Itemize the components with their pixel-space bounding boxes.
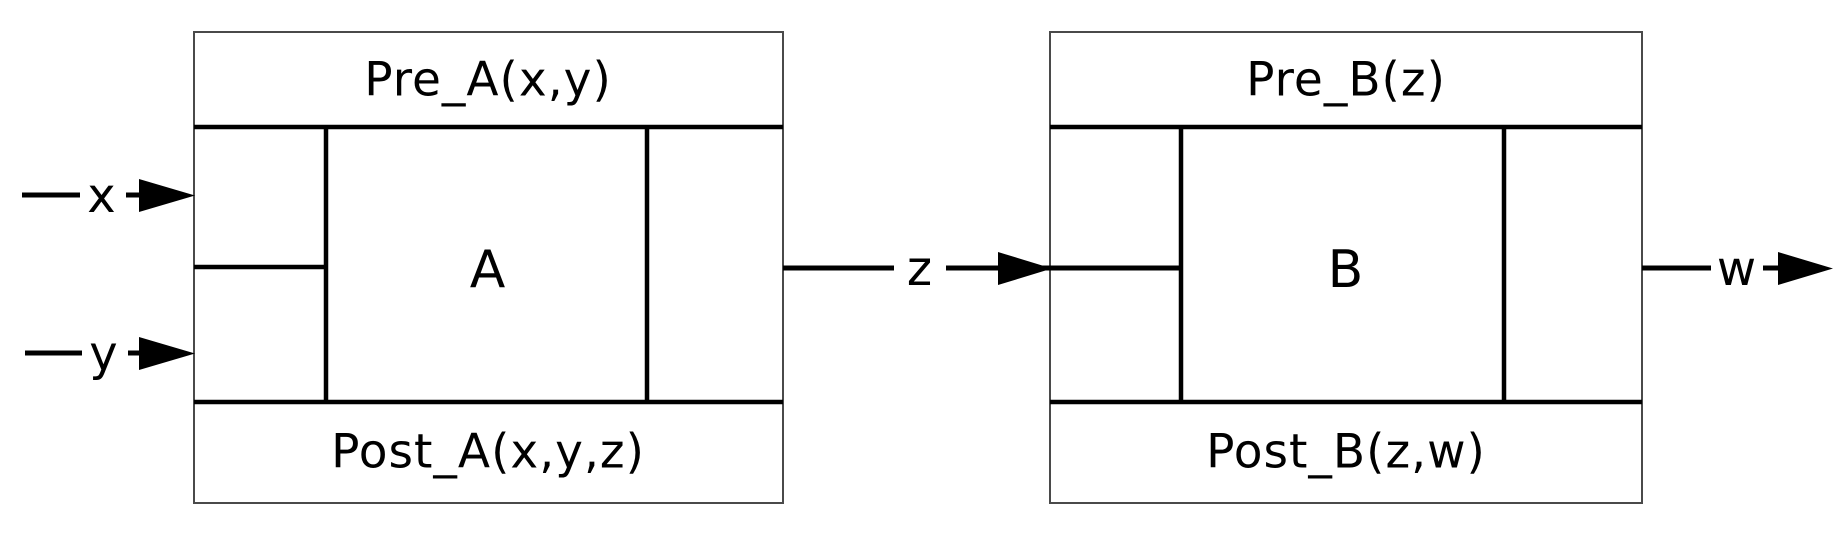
signal-x-label: x: [87, 168, 116, 224]
block-b-name-label: B: [1328, 240, 1365, 300]
signal-z-arrowhead-icon: [998, 252, 1052, 285]
signal-z-label: z: [907, 241, 933, 297]
signal-z-arrow: z: [783, 241, 1181, 297]
signal-w-arrowhead-icon: [1778, 252, 1833, 285]
signal-w-label-gap: [1711, 241, 1763, 295]
block-b-precondition-label: Pre_B(z): [1246, 53, 1446, 108]
block-a: Pre_A(x,y) A Post_A(x,y,z): [193, 31, 784, 504]
block-b: Pre_B(z) B Post_B(z,w): [1049, 31, 1643, 504]
block-a-name-label: A: [470, 240, 507, 300]
signal-x-label-gap: [80, 168, 126, 222]
signal-y-arrowhead-icon: [139, 337, 195, 370]
block-a-precondition-label: Pre_A(x,y): [364, 53, 612, 108]
signal-y-label: y: [89, 326, 118, 382]
signal-y-arrow: y: [25, 326, 195, 382]
signal-z-label-gap: [894, 241, 946, 295]
signal-x-arrowhead-icon: [139, 179, 195, 212]
block-a-postcondition-label: Post_A(x,y,z): [331, 425, 645, 480]
signal-w-arrow: w: [1642, 241, 1833, 297]
block-b-postcondition-label: Post_B(z,w): [1206, 425, 1486, 480]
signal-x-arrow: x: [22, 168, 195, 224]
signal-w-label: w: [1717, 241, 1757, 297]
signal-y-label-gap: [82, 326, 128, 380]
